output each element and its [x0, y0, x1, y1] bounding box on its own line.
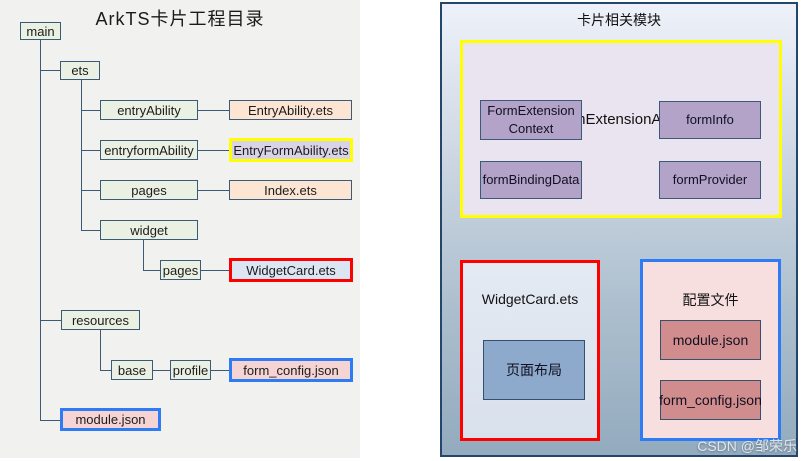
module-form-provider: formProvider	[659, 161, 761, 199]
connector-line	[40, 40, 41, 420]
page-layout-box: 页面布局	[483, 340, 585, 400]
config-files-title: 配置文件	[682, 292, 739, 308]
tree-node-base: base	[111, 360, 153, 380]
connector-line	[81, 150, 100, 151]
config-files-group: 配置文件 module.json form_config.json	[640, 259, 781, 441]
config-module-json: module.json	[660, 320, 761, 360]
form-extension-ability-title: FormExtensionAbility	[550, 111, 692, 128]
tree-file-entryformability-ets: EntryFormAbility.ets	[229, 138, 353, 162]
connector-line	[81, 230, 100, 231]
connector-line	[198, 110, 229, 111]
widget-card-group: WidgetCard.ets 页面布局	[460, 260, 600, 441]
project-tree-panel: ArkTS卡片工程目录 main ets entryAbility entryf…	[0, 0, 360, 458]
connector-line	[198, 150, 229, 151]
tree-node-profile: profile	[170, 360, 211, 380]
connector-line	[81, 80, 82, 230]
config-form-config-json: form_config.json	[659, 380, 762, 420]
connector-line	[40, 320, 61, 321]
connector-line	[201, 270, 229, 271]
tree-file-index-ets: Index.ets	[229, 180, 352, 200]
connector-line	[100, 330, 101, 370]
csdn-watermark: CSDN @邹荣乐	[697, 438, 797, 454]
module-form-info: formInfo	[659, 101, 761, 139]
widget-card-title: WidgetCard.ets	[481, 291, 579, 307]
tree-node-widget-pages: pages	[160, 260, 201, 280]
connector-line	[81, 190, 100, 191]
connector-line	[198, 190, 229, 191]
connector-line	[81, 110, 100, 111]
connector-line	[211, 370, 229, 371]
tree-node-ets: ets	[60, 61, 100, 80]
tree-node-entryformability: entryformAbility	[100, 140, 198, 160]
left-panel-title: ArkTS卡片工程目录	[95, 9, 265, 29]
tree-file-form-config-json: form_config.json	[229, 358, 353, 382]
module-form-extension-context: FormExtension Context	[480, 100, 582, 140]
right-panel-title: 卡片相关模块	[577, 12, 661, 28]
connector-line	[143, 240, 144, 270]
tree-file-module-json: module.json	[60, 408, 161, 431]
tree-file-entryability-ets: EntryAbility.ets	[229, 100, 352, 120]
connector-line	[153, 370, 171, 371]
module-form-binding-data: formBindingData	[480, 161, 582, 199]
tree-node-pages: pages	[100, 180, 198, 200]
tree-node-entryability: entryAbility	[100, 100, 198, 120]
tree-node-resources: resources	[61, 310, 140, 330]
connector-line	[40, 70, 61, 71]
tree-node-main: main	[20, 22, 61, 40]
form-extension-ability-group: FormExtensionAbility FormExtension Conte…	[460, 40, 782, 218]
connector-line	[143, 270, 160, 271]
tree-node-widget: widget	[100, 220, 198, 240]
connector-line	[100, 370, 111, 371]
connector-line	[40, 420, 60, 421]
tree-file-widgetcard-ets: WidgetCard.ets	[229, 258, 353, 282]
